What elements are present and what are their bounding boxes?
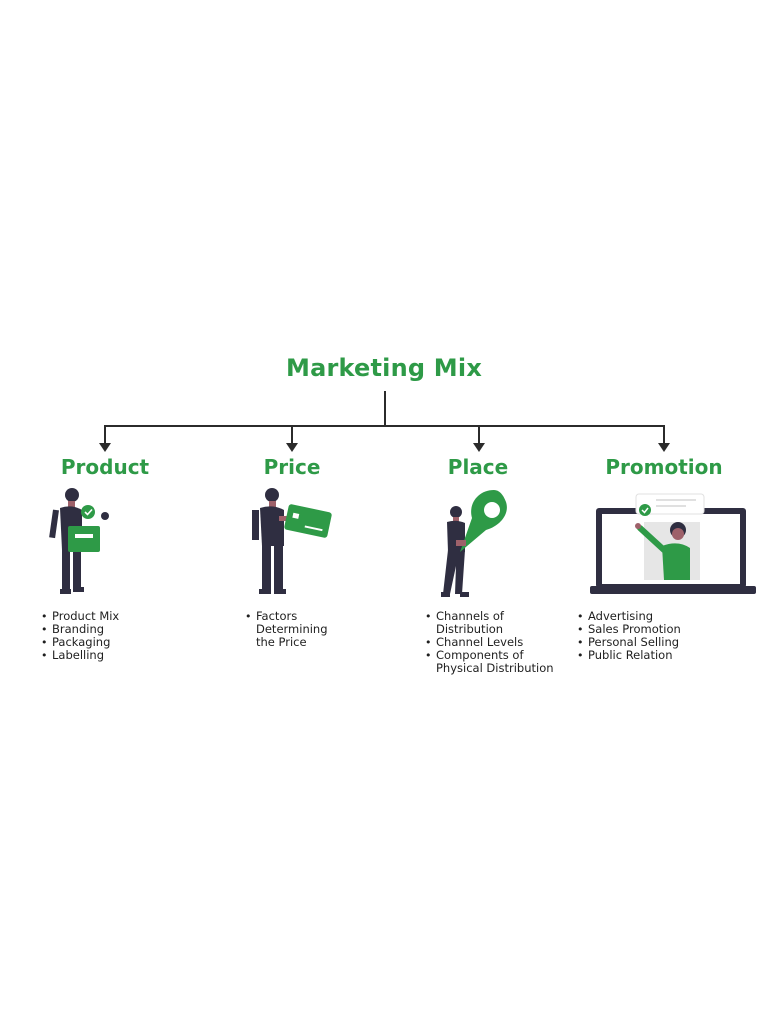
branch-title-price: Price: [263, 455, 321, 479]
list-item: Product Mix: [41, 610, 119, 624]
list-item: Personal Selling: [577, 636, 681, 650]
person-with-location-pin-icon: [441, 490, 507, 597]
item-list-promotion: Advertising Sales Promotion Personal Sel…: [577, 610, 681, 663]
arrowhead-promotion: [658, 443, 670, 452]
item-list-price: Factors Determining the Price: [245, 610, 345, 649]
person-holding-box-icon: [49, 488, 109, 594]
branch-title-promotion: Promotion: [605, 455, 723, 479]
list-item: Channel Levels: [425, 636, 565, 650]
list-item: Branding: [41, 623, 119, 637]
arrowhead-place: [473, 443, 485, 452]
arrowhead-price: [286, 443, 298, 452]
list-item: Components of Physical Distribution: [425, 649, 565, 675]
person-on-laptop-screen-icon: [590, 493, 756, 594]
list-item: Sales Promotion: [577, 623, 681, 637]
list-item: Labelling: [41, 649, 119, 663]
list-item: Advertising: [577, 610, 681, 624]
person-holding-card-icon: [252, 488, 332, 594]
branch-title-product: Product: [60, 455, 150, 479]
item-list-place: Channels of Distribution Channel Levels …: [425, 610, 565, 675]
list-item: Public Relation: [577, 649, 681, 663]
arrowhead-product: [99, 443, 111, 452]
list-item: Channels of Distribution: [425, 610, 565, 636]
list-item: Packaging: [41, 636, 119, 650]
item-list-product: Product Mix Branding Packaging Labelling: [41, 610, 119, 663]
diagram-title: Marketing Mix: [285, 354, 483, 382]
branch-title-place: Place: [447, 455, 509, 479]
list-item: Factors Determining the Price: [245, 610, 345, 649]
